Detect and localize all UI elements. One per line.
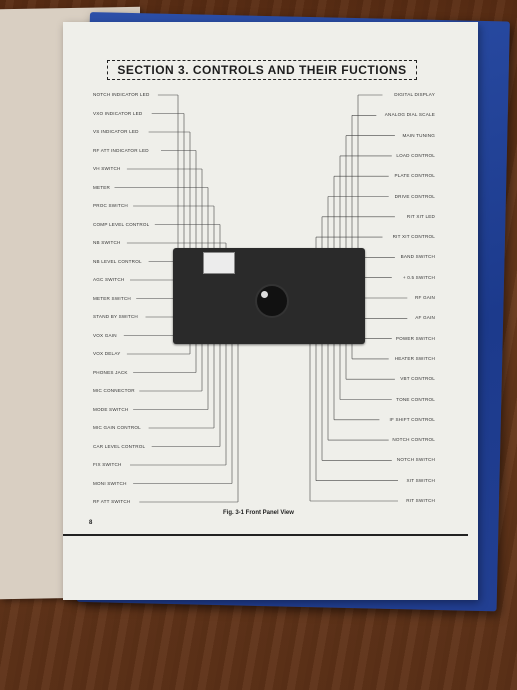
left-callout-label: AGC SWITCH: [93, 277, 125, 282]
left-callout-label: STAND BY SWITCH: [93, 314, 138, 319]
main-tuning-knob: [255, 284, 289, 318]
left-callout-label: VOX GAIN: [93, 332, 117, 338]
right-callout-label: LOAD CONTROL: [396, 152, 435, 158]
left-callout-label: METER SWITCH: [93, 295, 131, 301]
right-callout-label: NOTCH CONTROL: [392, 437, 435, 443]
left-callout-label: VOX DELAY: [93, 351, 121, 356]
right-callout-label: NOTCH SWITCH: [396, 457, 435, 463]
left-callout-label: METER: [93, 184, 111, 190]
right-callout-label: MAIN TUNING: [402, 132, 435, 138]
right-callout-label: AF GAIN: [415, 315, 435, 321]
right-callout-label: DRIVE CONTROL: [394, 193, 435, 199]
section-header: SECTION 3. CONTROLS AND THEIR FUCTIONS: [107, 60, 417, 80]
right-callout-label: HEATER SWITCH: [394, 355, 435, 361]
left-callout-label: MONI SWITCH: [93, 480, 127, 486]
analog-meter: [203, 252, 235, 274]
left-callout-label: NB LEVEL CONTROL: [93, 258, 142, 264]
left-callout-label: RF ATT INDICATOR LED: [93, 147, 149, 153]
right-callout-label: VBT CONTROL: [400, 376, 435, 382]
right-callout-label: DIGITAL DISPLAY: [394, 92, 435, 97]
left-callout-label: VH SWITCH: [93, 166, 121, 171]
left-callout-label: MODE SWITCH: [93, 406, 129, 412]
section-title: SECTION 3. CONTROLS AND THEIR FUCTIONS: [117, 63, 407, 77]
right-callout-label: TONE CONTROL: [396, 396, 435, 402]
right-callout-label: XIT SWITCH: [406, 477, 435, 483]
right-callout-label: RIT XIT CONTROL: [392, 234, 435, 240]
right-callout-label: POWER SWITCH: [395, 335, 435, 341]
page-number: 8: [89, 520, 93, 526]
left-callout-label: COMP LEVEL CONTROL: [93, 221, 150, 227]
left-callout-label: FIX SWITCH: [93, 462, 122, 467]
right-callout-label: IF SHIFT CONTROL: [389, 416, 435, 422]
left-callout-label: CAR LEVEL CONTROL: [93, 443, 146, 449]
left-callout-label: PHONES JACK: [93, 369, 128, 375]
right-callout-label: PLATE CONTROL: [394, 173, 435, 179]
left-callout-label: MIC CONNECTOR: [93, 388, 135, 393]
left-callout-label: VS INDICATOR LED: [93, 129, 139, 134]
left-callout-label: VXO INDICATOR LED: [93, 110, 143, 116]
right-callout-label: ANALOG DIAL SCALE: [384, 112, 435, 118]
bottom-rule: [63, 534, 468, 536]
right-callout-label: BAND SWITCH: [400, 254, 435, 260]
manual-page: SECTION 3. CONTROLS AND THEIR FUCTIONS F…: [63, 22, 478, 600]
callout-lines: [114, 94, 408, 503]
figure-caption: Fig. 3-1 Front Panel View: [223, 510, 294, 516]
right-callout-label: RF GAIN: [414, 295, 435, 300]
radio-front-panel: [173, 248, 365, 344]
right-callout-label: RIT SWITCH: [406, 498, 435, 503]
right-callout-label: + 0.5 SWITCH: [402, 274, 435, 280]
left-callout-label: NOTCH INDICATOR LED: [93, 92, 150, 97]
left-callout-label: NB SWITCH: [93, 240, 121, 245]
left-callout-label: PROC SWITCH: [93, 203, 128, 208]
left-callout-label: RF ATT SWITCH: [93, 499, 131, 504]
left-callout-label: MIC GAIN CONTROL: [93, 425, 141, 430]
right-callout-label: RIT XIT LED: [406, 213, 435, 219]
